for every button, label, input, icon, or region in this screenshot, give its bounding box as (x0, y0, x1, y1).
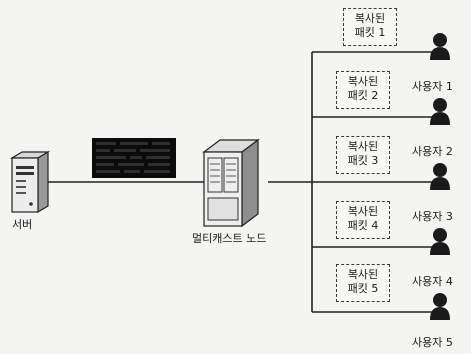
user-label-4: 사용자 4 (412, 275, 453, 288)
user-label-5: 사용자 5 (412, 336, 453, 349)
packet-box-3-line1: 복사된 (337, 140, 389, 154)
packet-icon (92, 138, 176, 178)
packet-box-4: 복사된 패킷 4 (336, 201, 390, 239)
user-icon (430, 33, 450, 60)
packet-box-1: 복사된 패킷 1 (343, 8, 397, 46)
packet-box-3: 복사된 패킷 3 (336, 136, 390, 174)
packet-box-4-line1: 복사된 (337, 205, 389, 219)
packet-box-5-line1: 복사된 (337, 268, 389, 282)
user-icon (430, 293, 450, 320)
server-label: 서버 (12, 218, 32, 231)
packet-box-2-line2: 패킷 2 (337, 89, 389, 103)
packet-box-1-line1: 복사된 (344, 12, 396, 26)
user-icon (430, 228, 450, 255)
packet-box-1-line2: 패킷 1 (344, 26, 396, 40)
user-label-2: 사용자 2 (412, 145, 453, 158)
user-icon (430, 98, 450, 125)
packet-box-2: 복사된 패킷 2 (336, 71, 390, 109)
packet-box-4-line2: 패킷 4 (337, 219, 389, 233)
packet-box-5: 복사된 패킷 5 (336, 264, 390, 302)
user-label-1: 사용자 1 (412, 80, 453, 93)
server-rack-icon (204, 140, 258, 226)
packet-box-5-line2: 패킷 5 (337, 282, 389, 296)
packet-box-3-line2: 패킷 3 (337, 154, 389, 168)
user-label-3: 사용자 3 (412, 210, 453, 223)
server-icon (12, 152, 48, 212)
packet-box-2-line1: 복사된 (337, 75, 389, 89)
user-icon (430, 163, 450, 190)
node-label: 멀티캐스트 노드 (192, 232, 266, 245)
